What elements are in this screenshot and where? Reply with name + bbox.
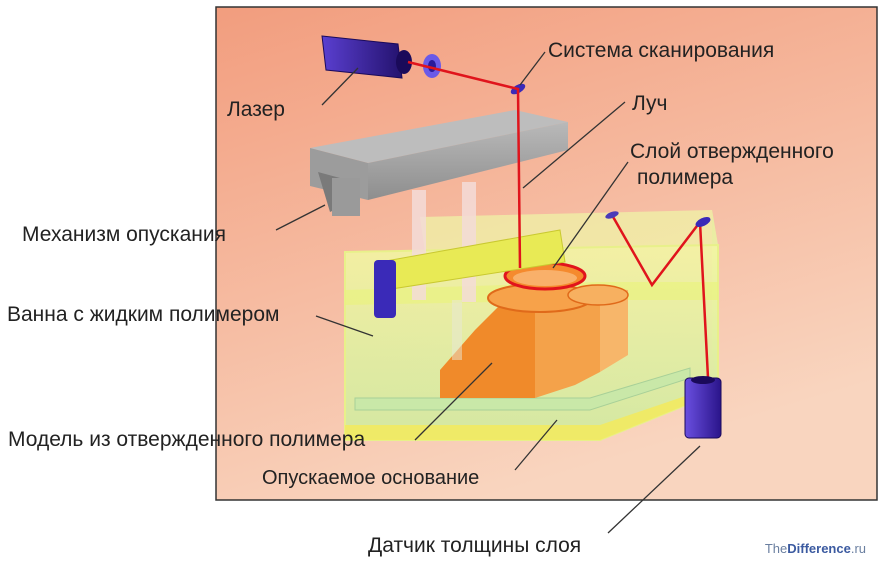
leader-beam (522, 101, 626, 189)
sensor-lens (691, 376, 715, 384)
sensor-mirror-1 (605, 211, 619, 219)
watermark-part2: Difference (787, 541, 851, 556)
watermark-part1: The (764, 541, 788, 556)
model-top-ring-2 (567, 284, 629, 306)
level-indicator (374, 260, 396, 318)
model-right (600, 288, 628, 372)
watermark-part3: .ru (850, 541, 866, 556)
label-cured-layer-1: Слой отвержденного (630, 140, 834, 163)
model-front (440, 300, 535, 398)
leader-model (414, 362, 493, 441)
sensor-body (684, 377, 722, 439)
label-platform: Опускаемое основание (262, 467, 480, 489)
label-vat: Ванна с жидким полимером (7, 303, 280, 326)
label-lowering: Механизм опускания (22, 223, 226, 246)
leader-scanning (519, 51, 546, 86)
support-rod-3 (452, 300, 462, 360)
watermark: TheDifference.ru (765, 541, 866, 556)
leader-lines (275, 51, 701, 534)
model-mid (535, 300, 600, 398)
lowering-top (310, 110, 568, 163)
label-scanning: Система сканирования (548, 39, 775, 62)
vat-bottom-lip (345, 385, 718, 440)
leader-laser (321, 67, 359, 106)
laser-body (321, 35, 403, 79)
label-laser: Лазер (227, 98, 285, 121)
label-sensor: Датчик толщины слоя (368, 534, 582, 557)
leader-platform (514, 419, 558, 471)
leader-cured (552, 161, 629, 269)
lowering-column (332, 178, 360, 216)
label-beam: Луч (632, 92, 668, 115)
support-rod-2 (462, 182, 476, 302)
leader-sensor (607, 445, 701, 534)
laser-lens (396, 50, 412, 74)
sensor-mirror-2 (695, 217, 711, 227)
leader-lowering (275, 204, 326, 231)
sensor-beam (610, 214, 710, 379)
laser-beam (407, 60, 522, 269)
label-model: Модель из отвержденного полимера (8, 428, 366, 451)
cured-layer-inner (513, 270, 577, 286)
label-cured-layer-2: полимера (637, 166, 734, 189)
leader-vat (315, 315, 374, 337)
